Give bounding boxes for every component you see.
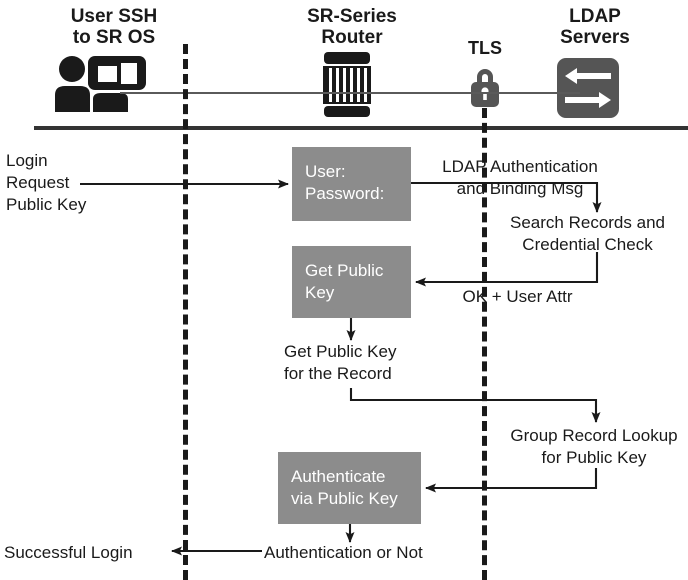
column-title-ldap: LDAP Servers bbox=[560, 6, 630, 48]
process-box-get-public-key: Get Public Key bbox=[292, 246, 411, 318]
lifeline-router-ldap bbox=[482, 108, 487, 580]
lifeline-user-router bbox=[183, 44, 188, 580]
label-authentication-or-not: Authentication or Not bbox=[264, 543, 423, 562]
network-wire bbox=[120, 92, 580, 94]
label-search-records: Search Records and Credential Check bbox=[510, 213, 665, 254]
process-box-authenticate: Authenticate via Public Key bbox=[278, 452, 421, 524]
section-divider bbox=[34, 126, 688, 130]
lock-icon bbox=[471, 69, 499, 107]
label-ldap-authentication: LDAP Authentication and Binding Msg bbox=[442, 157, 598, 198]
router-icon bbox=[323, 52, 371, 117]
process-box-credentials: User: Password: bbox=[292, 147, 411, 221]
column-title-tls: TLS bbox=[468, 38, 502, 58]
user-at-computer-icon bbox=[55, 56, 146, 112]
label-get-public-key-for-record: Get Public Key for the Record bbox=[284, 342, 397, 383]
label-successful-login: Successful Login bbox=[4, 543, 133, 562]
label-group-record-lookup: Group Record Lookup for Public Key bbox=[510, 426, 678, 467]
server-exchange-icon bbox=[557, 58, 619, 118]
label-ok-user-attr: OK + User Attr bbox=[462, 287, 573, 306]
label-login-request: Login Request Public Key bbox=[6, 151, 87, 214]
column-title-user: User SSH to SR OS bbox=[70, 6, 158, 48]
column-title-router: SR-Series Router bbox=[307, 6, 397, 48]
